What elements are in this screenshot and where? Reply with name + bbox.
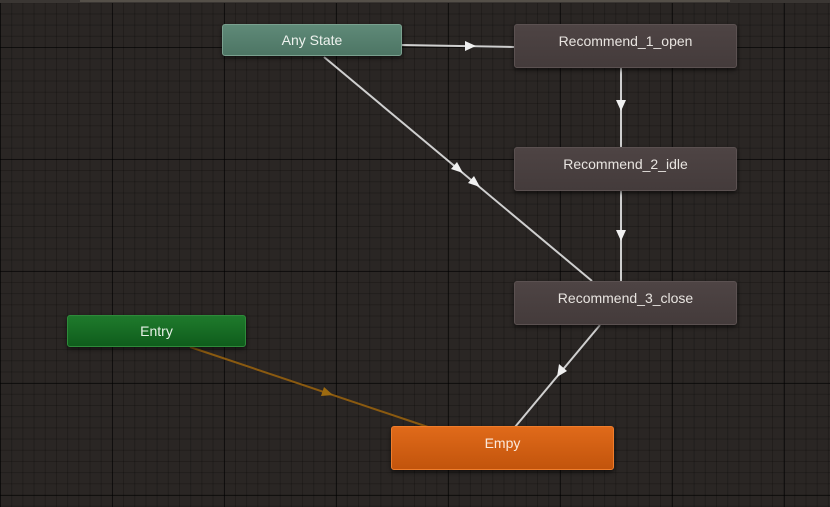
state-label: Recommend_2_idle (563, 156, 688, 172)
state-label: Recommend_3_close (557, 290, 694, 306)
transition-arrow-idle-to-close (616, 230, 626, 241)
state-label: Recommend_1_open (558, 33, 693, 49)
graph-top-edge (0, 0, 830, 3)
transition-arrow-open-to-idle (616, 100, 626, 111)
transition-arrow-any-to-open (465, 41, 476, 51)
transition-arrow-close-to-empy (557, 364, 567, 377)
state-node-any-state[interactable]: Any State (222, 24, 402, 56)
state-node-entry[interactable]: Entry (67, 315, 246, 347)
transition-arrow-any-to-close-1 (451, 162, 463, 173)
state-node-recommend-3-close[interactable]: Recommend_3_close (514, 281, 737, 325)
state-label: Entry (140, 323, 173, 339)
state-node-recommend-1-open[interactable]: Recommend_1_open (514, 24, 737, 68)
state-node-recommend-2-idle[interactable]: Recommend_2_idle (514, 147, 737, 191)
transition-arrow-any-to-close-2 (468, 176, 480, 187)
state-label: Empy (484, 435, 521, 451)
transition-arrow-entry-to-empy (321, 387, 333, 396)
state-node-empy-default[interactable]: Empy (391, 426, 614, 470)
transition-any-to-open[interactable] (401, 44, 515, 48)
state-label: Any State (281, 32, 343, 48)
transition-entry-to-empy[interactable] (189, 346, 429, 428)
